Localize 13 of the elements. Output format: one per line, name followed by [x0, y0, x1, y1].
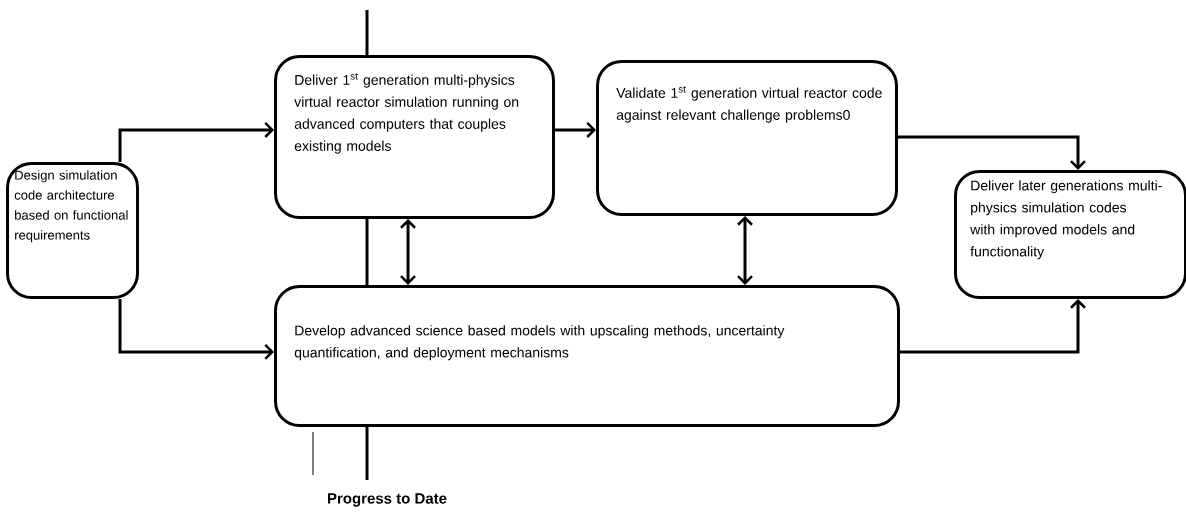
arrow [898, 135, 1086, 170]
arrow [118, 299, 274, 360]
process-box: Design simulation code architecture based on functional requirements [6, 162, 139, 299]
arrow [737, 216, 753, 285]
arrow [555, 122, 596, 138]
process-box: Develop advanced science based models with upscaling methods, uncertainty quantification, and deployment mechanisms [274, 285, 900, 427]
process-box: Deliver later generations multi-physics simulation codes with improved models and functionality [954, 170, 1186, 299]
process-box: Validate 1$^{st}$ generation virtual reactor code against relevant challenge problems0 [596, 60, 898, 216]
process-box: Deliver 1$^{st}$ generation multi-physics virtual reactor simulation running on advanced computers that couples existing models [274, 55, 555, 219]
axis-label: Progress to Date [328, 493, 447, 507]
arrow [400, 219, 416, 285]
arrow [118, 122, 274, 162]
arrow [900, 299, 1086, 354]
